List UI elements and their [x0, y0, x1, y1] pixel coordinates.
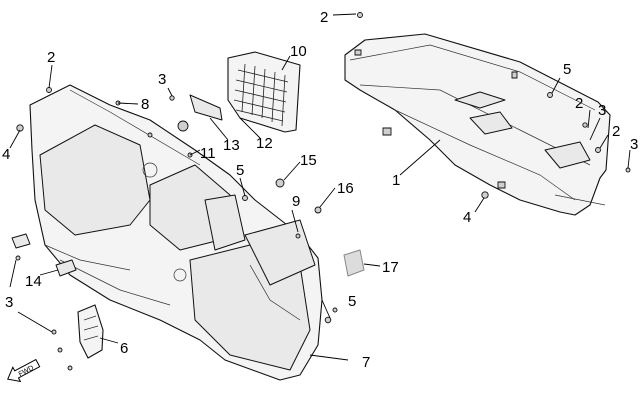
leader-lines [9, 13, 631, 361]
callout-13: 13 [223, 137, 240, 154]
callout-3-left: 3 [5, 294, 13, 311]
fwd-direction-arrow: FWD [7, 358, 41, 383]
callout-3-right-a: 3 [598, 102, 606, 119]
callout-2-top: 2 [320, 9, 328, 26]
callout-16: 16 [337, 180, 354, 197]
grille-panel-part [227, 51, 301, 133]
callout-1: 1 [392, 172, 400, 189]
callout-12: 12 [256, 135, 273, 152]
callout-7: 7 [362, 354, 370, 371]
callout-17: 17 [382, 259, 399, 276]
callout-2-right-a: 2 [575, 95, 583, 112]
small-bracket-part [11, 233, 77, 277]
callout-2-left: 2 [47, 49, 55, 66]
callout-15: 15 [300, 152, 317, 169]
mount-bracket-part [177, 94, 223, 132]
callout-9: 9 [292, 193, 300, 210]
callout-4-left: 4 [2, 146, 10, 163]
rear-panel-part [344, 33, 611, 216]
fastener-hardware [15, 12, 631, 371]
callout-5-center: 5 [236, 162, 244, 179]
callout-11: 11 [200, 145, 216, 162]
callout-3-center: 3 [158, 71, 166, 88]
bracket-plate-part [77, 304, 104, 359]
callout-labels: 1 2 2 2 2 3 3 3 3 4 4 5 5 5 6 7 8 9 10 1… [2, 9, 638, 371]
console-housing-part [29, 84, 323, 381]
callout-2-right-b: 2 [612, 123, 620, 140]
callout-5-right: 5 [563, 61, 571, 78]
callout-3-right-b: 3 [630, 136, 638, 153]
callout-8: 8 [141, 96, 149, 113]
callout-10: 10 [290, 43, 307, 60]
callout-14: 14 [25, 273, 42, 290]
callout-5-lower: 5 [348, 293, 356, 310]
callout-4-right: 4 [463, 209, 471, 226]
callout-6: 6 [120, 340, 128, 357]
label-decal-part [343, 249, 365, 277]
fwd-label: FWD [18, 365, 35, 379]
